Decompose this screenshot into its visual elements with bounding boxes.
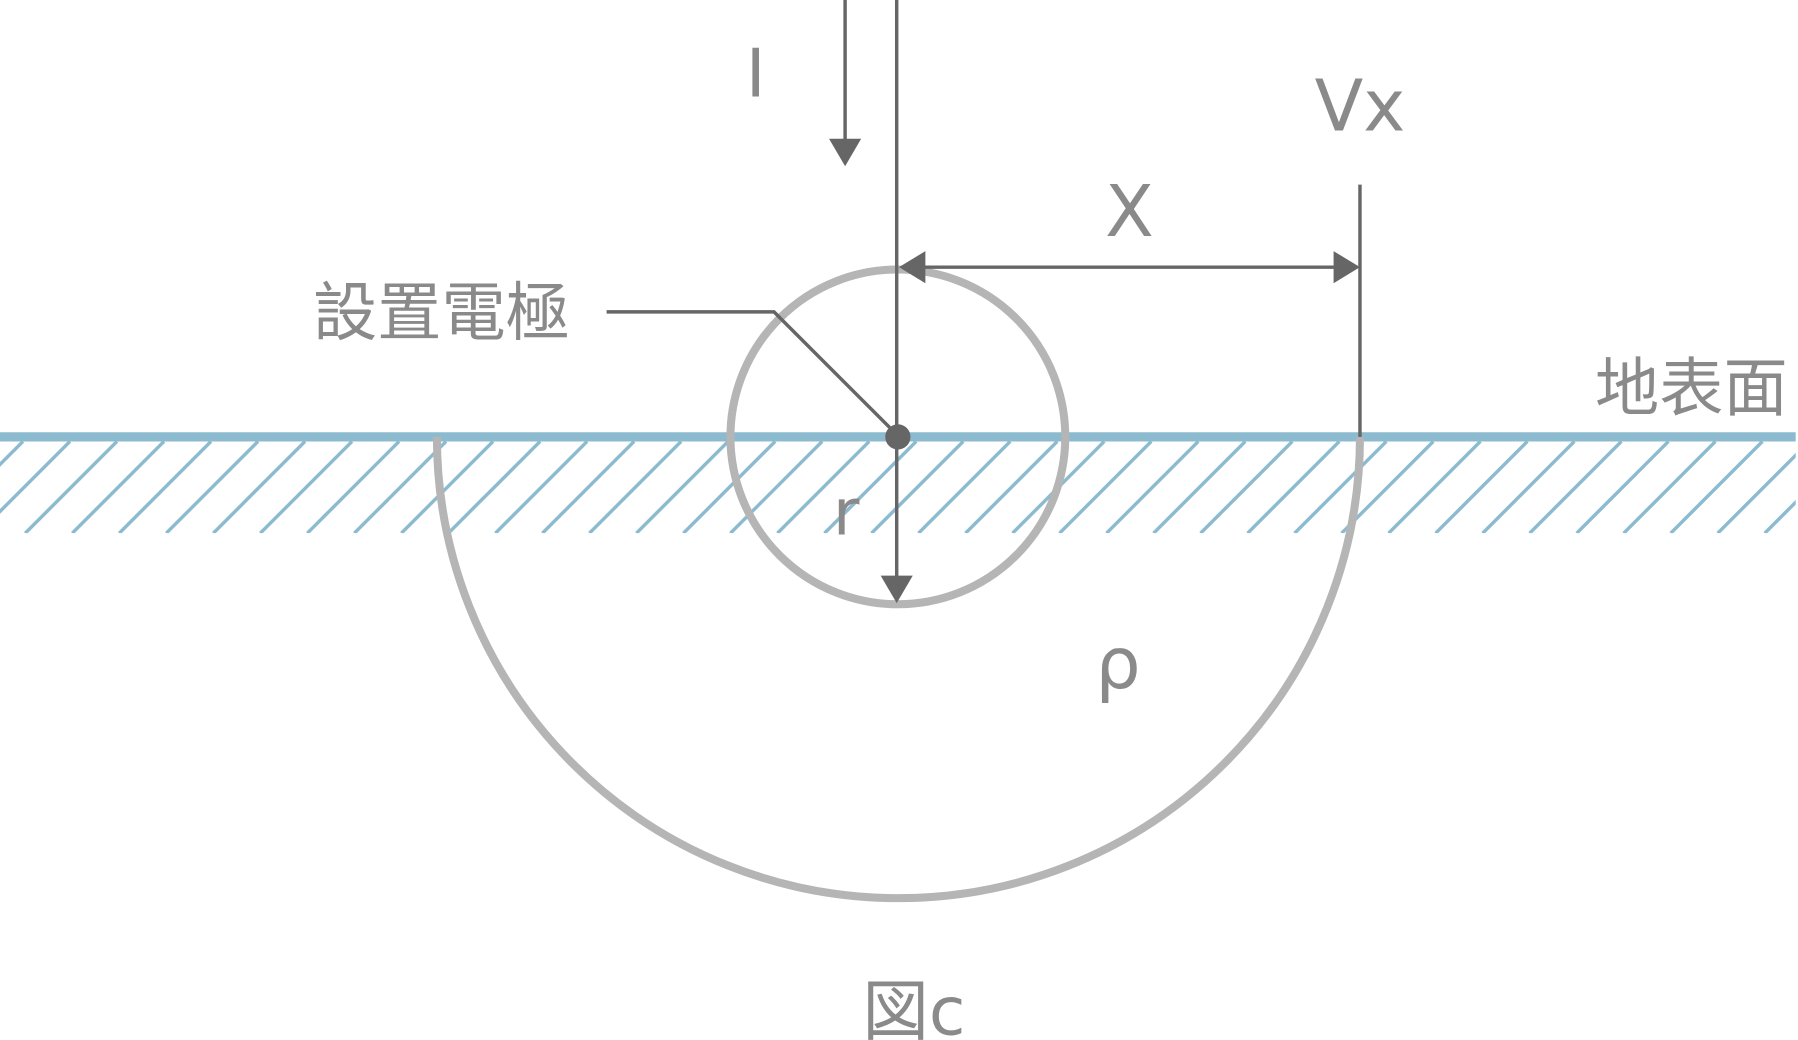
hatch-line xyxy=(1152,441,1247,534)
label-voltage: Vx xyxy=(1315,65,1406,148)
hatch-line xyxy=(1575,441,1670,534)
hatch-line xyxy=(1293,441,1388,534)
hatch-line xyxy=(0,441,72,514)
hatch-line xyxy=(823,441,918,534)
current-arrowhead xyxy=(829,138,862,167)
hatch-line xyxy=(729,441,824,534)
radius-arrowhead xyxy=(880,575,913,604)
hatch-line xyxy=(1481,441,1576,534)
hatch-line xyxy=(964,441,1059,534)
hatch-line xyxy=(1246,441,1341,534)
hatch-line xyxy=(306,441,401,534)
hatch-line xyxy=(776,441,871,534)
hatch-line xyxy=(1716,452,1796,534)
hatch-line xyxy=(71,441,166,534)
label-current: I xyxy=(746,34,766,112)
hatch-line xyxy=(1669,441,1764,534)
hatch-line xyxy=(1434,441,1529,534)
label-radius: r xyxy=(833,475,860,550)
hatch-line xyxy=(1105,441,1200,534)
hatch-line xyxy=(400,441,495,534)
hatch-line xyxy=(682,441,777,534)
hatch-line xyxy=(1763,499,1796,534)
hatch-line xyxy=(917,441,1012,534)
label-distance: X xyxy=(1105,170,1154,253)
hatch-line xyxy=(118,441,213,534)
hatch-line xyxy=(0,441,25,467)
hatch-line xyxy=(1340,441,1435,534)
hatch-line xyxy=(635,441,730,534)
hatch-line xyxy=(447,441,542,534)
hatch-line xyxy=(24,441,119,534)
label-resistivity: ρ xyxy=(1095,622,1140,705)
hatch-line xyxy=(1387,441,1482,534)
hatch-line xyxy=(1058,441,1153,534)
hatch-line xyxy=(1528,441,1623,534)
electrode-point xyxy=(885,424,911,450)
hatch-line xyxy=(541,441,636,534)
distance-arrowhead-left xyxy=(899,251,926,284)
soil-hatching xyxy=(0,441,1796,534)
hemisphere-boundary xyxy=(432,436,1364,903)
electrode-leader-line xyxy=(606,310,892,429)
hatch-line xyxy=(259,441,354,534)
hatch-line xyxy=(212,441,307,534)
figure-caption: 図c xyxy=(862,972,965,1040)
hatch-line xyxy=(165,441,260,534)
label-electrode: 設置電極 xyxy=(313,276,570,351)
label-ground-surface: 地表面 xyxy=(1595,351,1788,426)
hatch-line xyxy=(1199,441,1294,534)
hatch-line xyxy=(353,441,448,534)
hatch-line xyxy=(1622,441,1717,534)
distance-arrowhead-right xyxy=(1333,251,1360,284)
hatch-line xyxy=(494,441,589,534)
hatch-line xyxy=(870,441,965,534)
hatch-line xyxy=(588,441,683,534)
